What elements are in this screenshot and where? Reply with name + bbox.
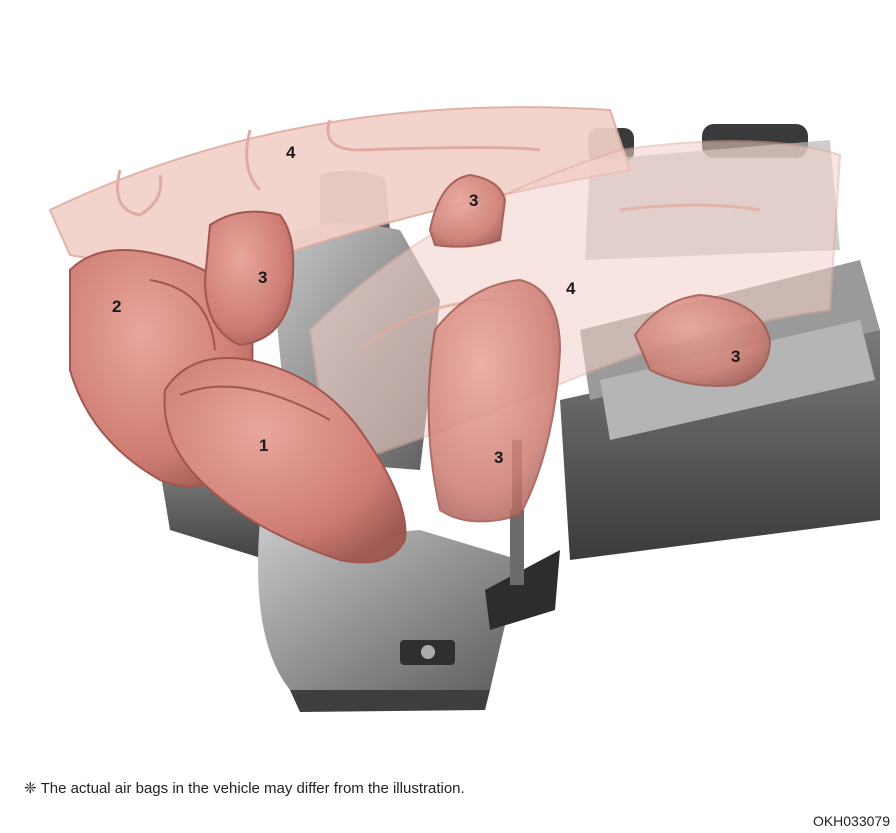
footnote-text: The actual air bags in the vehicle may d… (41, 780, 465, 797)
callout-3-side-rear-top: 3 (469, 191, 478, 210)
callout-1-driver: 1 (259, 436, 268, 455)
figure-code: OKH033079 (813, 813, 890, 829)
footnote: ❈The actual air bags in the vehicle may … (24, 779, 465, 797)
callout-3-side-rear-right: 3 (731, 347, 740, 366)
callout-4-curtain-front: 4 (286, 143, 296, 162)
footnote-symbol: ❈ (24, 780, 37, 797)
callout-3-side-front-center: 3 (494, 448, 503, 467)
callout-4-curtain-rear: 4 (566, 279, 576, 298)
callout-2-passenger: 2 (112, 297, 121, 316)
side-airbag-front-center (429, 280, 560, 521)
callout-3-side-front-left: 3 (258, 268, 267, 287)
